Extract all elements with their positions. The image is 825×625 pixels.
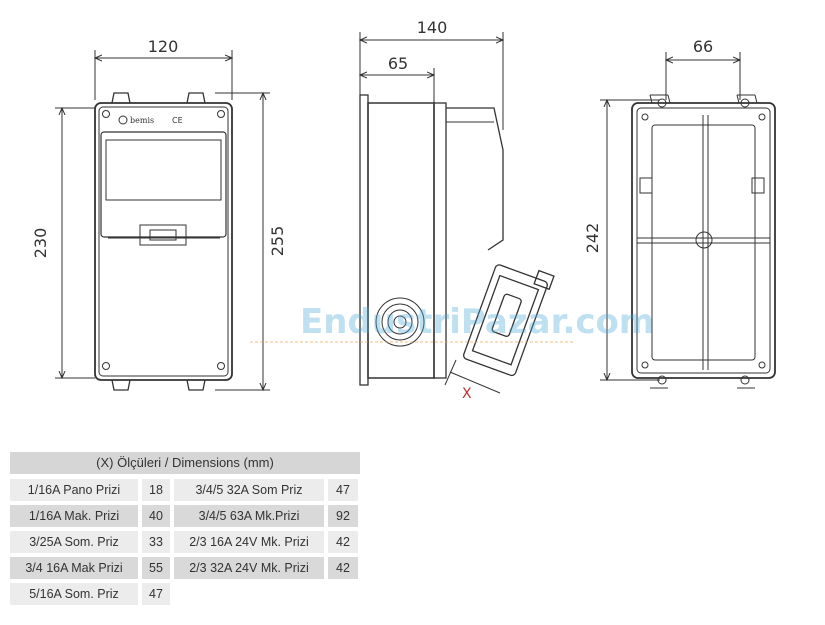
cell-empty: [174, 583, 324, 605]
cell-value: 42: [328, 531, 358, 553]
cell-name: 3/4 16A Mak Prizi: [10, 557, 138, 579]
cell-value: 40: [142, 505, 170, 527]
cell-value: 18: [142, 479, 170, 501]
brand-label: bemis: [130, 116, 154, 125]
watermark: EndustriPazar.com: [250, 302, 654, 343]
cell-value: 92: [328, 505, 358, 527]
dim-front-width: 120: [148, 37, 179, 56]
cell-name: 1/16A Mak. Prizi: [10, 505, 138, 527]
watermark-text: EndustriPazar.com: [300, 302, 654, 342]
dim-back-height: 242: [583, 223, 602, 254]
dim-front-height-inner: 230: [31, 228, 50, 259]
table-row: 5/16A Som. Priz 47: [10, 583, 360, 605]
table-row: 3/25A Som. Priz 33 2/3 16A 24V Mk. Prizi…: [10, 531, 360, 553]
cell-value: 47: [142, 583, 170, 605]
cell-value: 55: [142, 557, 170, 579]
dim-side-depth-total: 140: [417, 18, 448, 37]
cell-name: 3/4/5 63A Mk.Prizi: [174, 505, 324, 527]
cell-empty: [328, 583, 358, 605]
front-view: [55, 50, 270, 390]
dim-side-depth-body: 65: [388, 54, 408, 73]
dim-front-height-outer: 255: [268, 226, 287, 257]
back-view: [600, 52, 776, 389]
table-title: (X) Ölçüleri / Dimensions (mm): [10, 452, 360, 474]
cell-name: 1/16A Pano Prizi: [10, 479, 138, 501]
ce-mark: CE: [172, 116, 183, 125]
dim-back-width: 66: [693, 37, 713, 56]
cell-name: 5/16A Som. Priz: [10, 583, 138, 605]
technical-drawing: EndustriPazar.com 120 230 255 140 65 66 …: [31, 18, 776, 402]
socket-x-marker: X: [462, 386, 472, 402]
cell-value: 42: [328, 557, 358, 579]
cell-value: 33: [142, 531, 170, 553]
table-row: 3/4 16A Mak Prizi 55 2/3 32A 24V Mk. Pri…: [10, 557, 360, 579]
cell-value: 47: [328, 479, 358, 501]
side-view: [360, 32, 555, 394]
cell-name: 3/4/5 32A Som Priz: [174, 479, 324, 501]
table-row: 1/16A Pano Prizi 18 3/4/5 32A Som Priz 4…: [10, 479, 360, 501]
cell-name: 3/25A Som. Priz: [10, 531, 138, 553]
table-row: 1/16A Mak. Prizi 40 3/4/5 63A Mk.Prizi 9…: [10, 505, 360, 527]
cell-name: 2/3 32A 24V Mk. Prizi: [174, 557, 324, 579]
dimensions-table: (X) Ölçüleri / Dimensions (mm) 1/16A Pan…: [10, 452, 360, 609]
cell-name: 2/3 16A 24V Mk. Prizi: [174, 531, 324, 553]
